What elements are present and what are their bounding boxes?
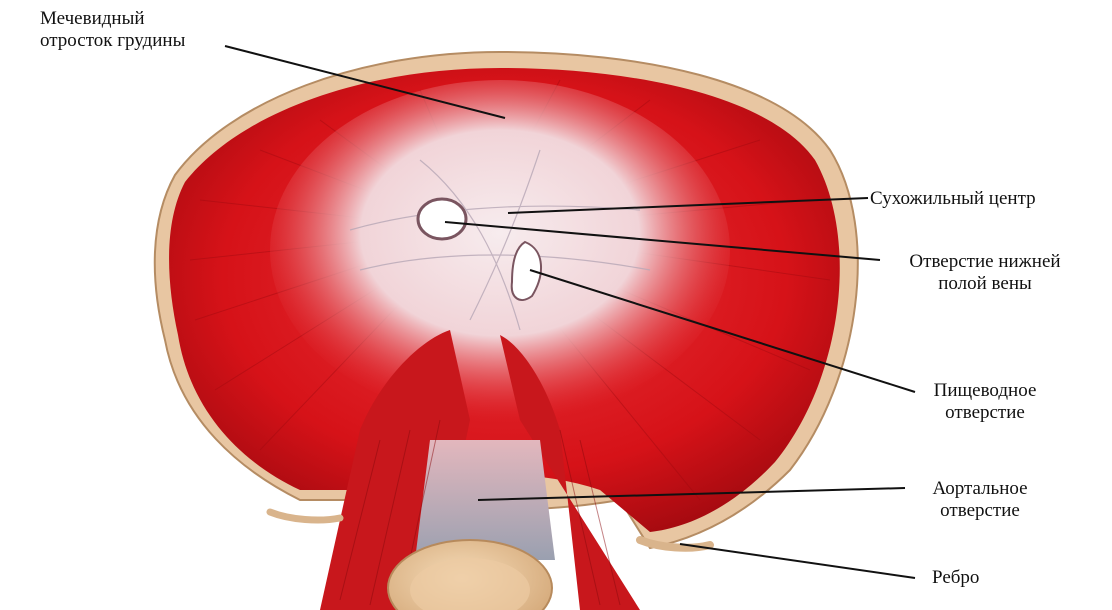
vena-cava-foramen: [418, 199, 466, 239]
label-aortic-line1: Аортальное: [910, 478, 1050, 500]
label-aortic-hiatus: Аортальное отверстие: [910, 478, 1050, 522]
label-esophageal-line1: Пищеводное: [915, 380, 1055, 402]
label-vena-cava-foramen: Отверстие нижней полой вены: [880, 251, 1090, 295]
label-central-tendon-line1: Сухожильный центр: [870, 188, 1036, 210]
label-aortic-line2: отверстие: [910, 500, 1050, 522]
label-xiphoid-line1: Мечевидный: [40, 8, 185, 30]
leader-rib: [680, 544, 915, 578]
label-xiphoid-line2: отросток грудины: [40, 30, 185, 52]
central-tendon: [270, 80, 730, 420]
label-rib-line1: Ребро: [932, 567, 979, 589]
label-rib: Ребро: [932, 567, 979, 589]
label-central-tendon: Сухожильный центр: [870, 188, 1036, 210]
label-vena-cava-line1: Отверстие нижней: [880, 251, 1090, 273]
label-xiphoid: Мечевидный отросток грудины: [40, 8, 185, 52]
label-esophageal-line2: отверстие: [915, 402, 1055, 424]
label-esophageal-hiatus: Пищеводное отверстие: [915, 380, 1055, 424]
label-vena-cava-line2: полой вены: [880, 273, 1090, 295]
